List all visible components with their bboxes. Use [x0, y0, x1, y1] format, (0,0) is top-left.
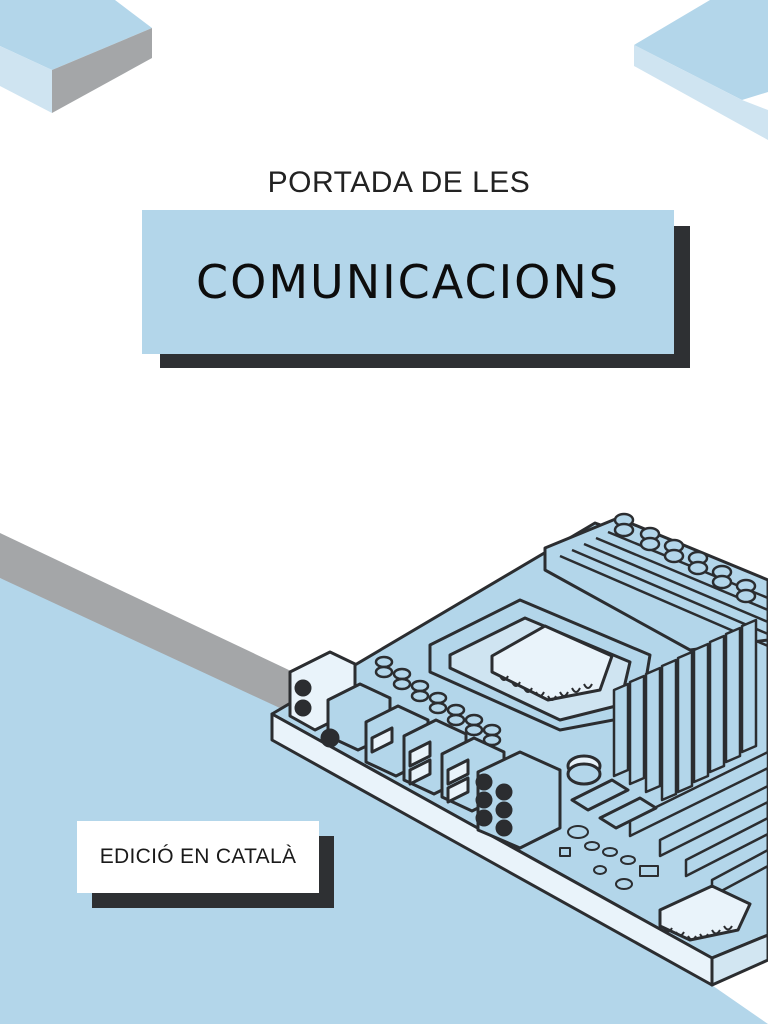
- edition-label: EDICIÓ EN CATALÀ: [99, 845, 297, 868]
- title-banner: COMUNICACIONS: [142, 210, 674, 354]
- block-top-right: [634, 0, 768, 140]
- motherboard-icon: [270, 512, 768, 987]
- block-top-left: [0, 0, 152, 113]
- cover-subtitle: PORTADA DE LES: [267, 166, 531, 199]
- cover-title: COMUNICACIONS: [196, 255, 620, 309]
- gray-stripe: [0, 533, 310, 722]
- edition-label-box: EDICIÓ EN CATALÀ: [77, 821, 319, 893]
